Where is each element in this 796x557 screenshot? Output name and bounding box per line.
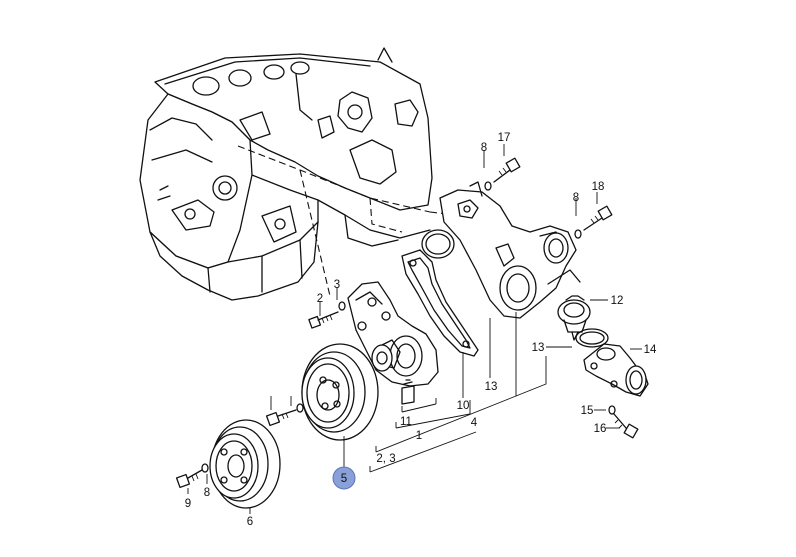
coolant-flange-housing [439, 181, 581, 319]
washer-pulley-5 [296, 403, 304, 413]
thermostat [557, 295, 591, 341]
o-ring-upper [421, 229, 455, 259]
washer-8-top [484, 181, 492, 191]
water-pump-gasket [401, 249, 479, 357]
label-1[interactable]: 1 [416, 430, 422, 442]
label-18[interactable]: 18 [592, 181, 605, 193]
label-10[interactable]: 10 [457, 400, 470, 412]
pulley-large [301, 343, 379, 441]
label-8-top[interactable]: 8 [481, 142, 487, 154]
label-5[interactable]: 5 [341, 473, 347, 485]
bolt-9 [175, 469, 203, 489]
bolt-2 [308, 311, 339, 329]
label-16[interactable]: 16 [594, 423, 607, 435]
callout-5-highlight[interactable] [332, 466, 356, 490]
bolt-18 [583, 205, 613, 231]
bolt-16 [613, 413, 639, 439]
coolant-flange-14 [583, 343, 649, 397]
washer-8-left [201, 463, 209, 473]
label-8-right[interactable]: 8 [573, 192, 579, 204]
label-2-3[interactable]: 2, 3 [376, 453, 395, 465]
label-12[interactable]: 12 [611, 295, 624, 307]
bolt-17 [493, 157, 521, 183]
label-2[interactable]: 2 [317, 293, 323, 305]
label-13-right[interactable]: 13 [532, 342, 545, 354]
washer-15 [608, 405, 616, 415]
leader-lines [187, 144, 642, 514]
label-13-lower[interactable]: 13 [485, 381, 498, 393]
label-3[interactable]: 3 [334, 279, 340, 291]
label-4[interactable]: 4 [471, 417, 478, 429]
bolt-pulley-5 [265, 409, 297, 427]
label-11[interactable]: 11 [400, 416, 412, 428]
washer-8-right [574, 229, 582, 239]
pulley-small [209, 419, 281, 509]
washer-3 [338, 301, 346, 311]
label-9[interactable]: 9 [185, 498, 191, 510]
label-8-left[interactable]: 8 [204, 487, 210, 499]
callout-labels: 17 8 18 8 12 13 14 15 16 13 10 11 1 4 2,… [185, 132, 657, 528]
label-6[interactable]: 6 [247, 516, 253, 528]
label-15[interactable]: 15 [581, 405, 594, 417]
label-14[interactable]: 14 [644, 344, 657, 356]
o-ring-13 [575, 328, 609, 348]
engine-block [139, 47, 467, 301]
water-pump [347, 281, 439, 405]
label-17[interactable]: 17 [498, 132, 511, 144]
